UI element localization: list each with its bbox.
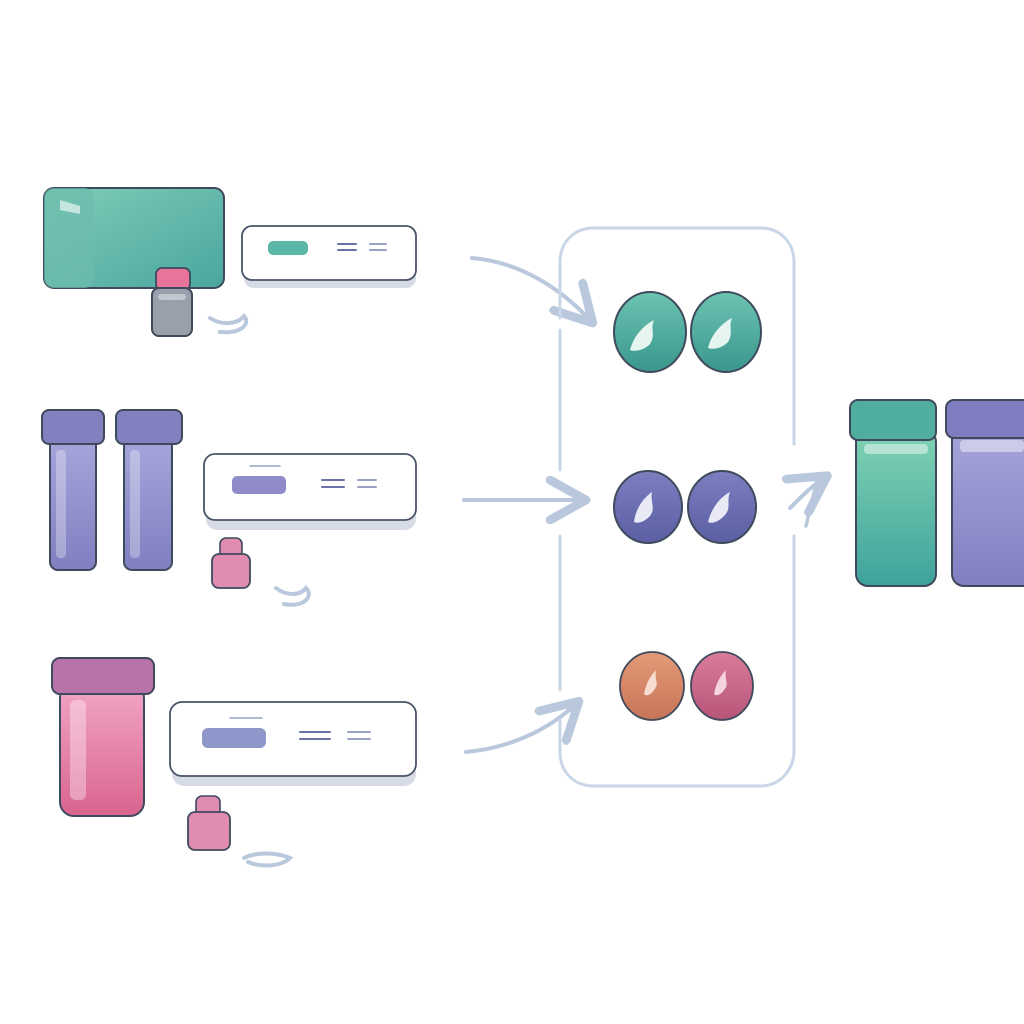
status-card-icon (169, 701, 417, 786)
input-row-1 (43, 187, 417, 337)
swirl-icon (208, 312, 249, 335)
teal-container-icon (849, 399, 937, 587)
swirl-icon (274, 584, 311, 607)
pink-connector-icon (211, 537, 251, 589)
status-card-icon (241, 225, 417, 288)
arrow-row-1-to-hub (470, 256, 590, 320)
pink-jar-icon (51, 657, 155, 817)
pink-connector-icon (187, 795, 231, 851)
arrow-hub-to-output-stroke (804, 474, 820, 528)
purple-container-icon (945, 399, 1024, 587)
teal-leaf-node-icon (613, 291, 762, 373)
input-row-2 (41, 409, 417, 607)
hub-panel (558, 226, 796, 788)
purple-vial-icon (41, 409, 105, 571)
purple-leaf-node-icon (613, 470, 757, 544)
swirl-icon (242, 851, 294, 868)
arrow-hub-to-output (790, 478, 824, 508)
pink-grey-connector-icon (151, 267, 193, 337)
purple-vial-icon (115, 409, 183, 571)
orange-rose-leaf-node-icon (619, 651, 754, 721)
input-row-3 (51, 657, 417, 868)
arrow-row-3-to-hub (464, 704, 576, 754)
output-group (849, 399, 1024, 587)
status-card-icon (203, 453, 417, 530)
teal-monitor-icon (43, 187, 225, 289)
